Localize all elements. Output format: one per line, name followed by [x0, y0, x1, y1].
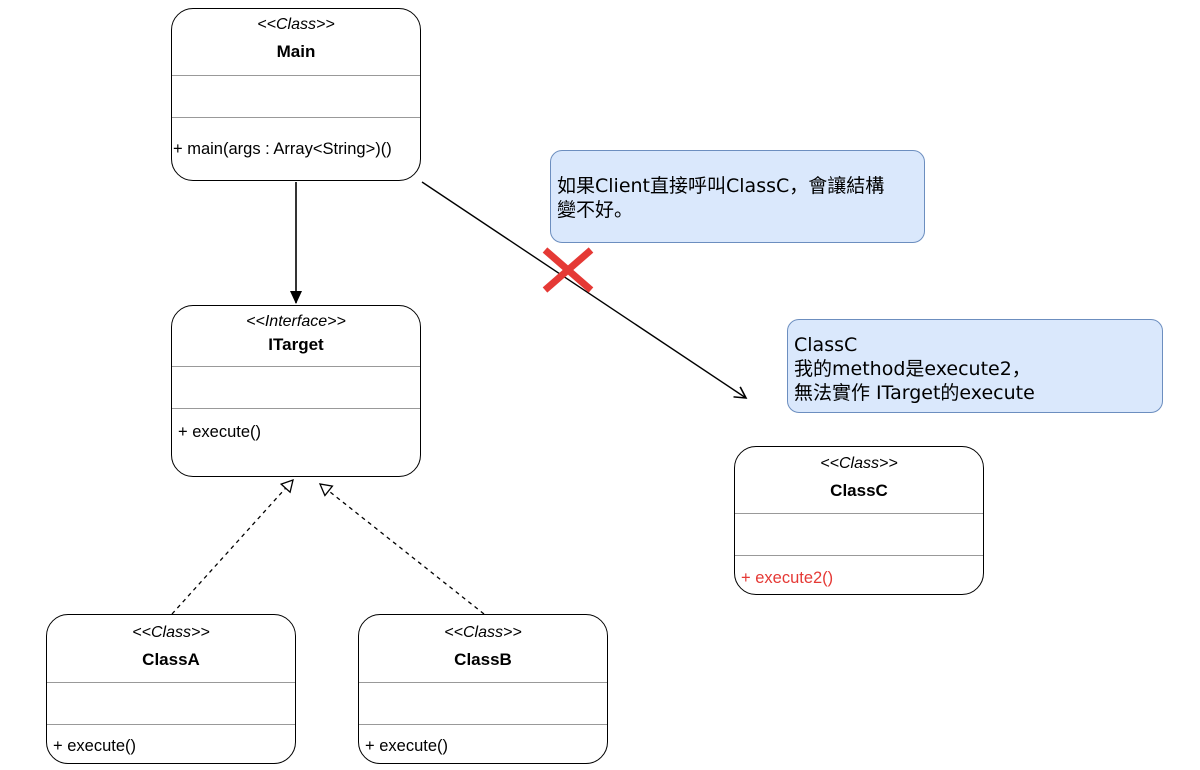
- class-classa-name: ClassA: [142, 650, 200, 669]
- note-client-line-1: 如果Client直接呼叫ClassC，會讓結構: [557, 175, 885, 197]
- class-classb-divider-1: [359, 682, 607, 683]
- note-classc-explanation[interactable]: ClassC 我的method是execute2， 無法實作 ITarget的e…: [787, 319, 1163, 413]
- class-classc[interactable]: <<Class>> ClassC + execute2(): [734, 446, 984, 595]
- class-classa-divider-1: [47, 682, 295, 683]
- classb-realizes-itarget: [320, 484, 485, 615]
- class-main-header: <<Class>> Main: [172, 9, 420, 63]
- class-classc-method: + execute2(): [741, 569, 834, 587]
- note-classc-line-1: ClassC: [794, 334, 858, 356]
- class-classb[interactable]: <<Class>> ClassB + execute(): [358, 614, 608, 764]
- class-classa-divider-2: [47, 724, 295, 725]
- class-main-method: + main(args : Array<String>)(): [173, 140, 392, 158]
- class-classa-method: + execute(): [53, 737, 136, 755]
- interface-itarget[interactable]: <<Interface>> ITarget + execute(): [171, 305, 421, 477]
- interface-itarget-name: ITarget: [268, 335, 324, 354]
- main-to-classc-arrow: [421, 181, 748, 399]
- class-main-stereotype: <<Class>>: [257, 16, 335, 33]
- interface-itarget-divider-2: [172, 408, 420, 409]
- class-main-divider-2: [172, 117, 420, 118]
- note-client-warning[interactable]: 如果Client直接呼叫ClassC，會讓結構 變不好。: [550, 150, 925, 243]
- note-classc-line-3: 無法實作 ITarget的execute: [794, 382, 1035, 404]
- interface-itarget-divider-1: [172, 366, 420, 367]
- class-classa-header: <<Class>> ClassA: [47, 615, 295, 671]
- class-classb-stereotype: <<Class>>: [444, 624, 522, 641]
- classa-realizes-itarget: [171, 480, 293, 615]
- class-classb-divider-2: [359, 724, 607, 725]
- note-client-line-2: 變不好。: [557, 199, 634, 221]
- note-classc-line-2: 我的method是execute2，: [794, 358, 1031, 380]
- class-classb-name: ClassB: [454, 650, 512, 669]
- interface-itarget-header: <<Interface>> ITarget: [172, 306, 420, 356]
- interface-itarget-stereotype: <<Interface>>: [246, 313, 346, 330]
- cross-mark-icon: [542, 247, 594, 293]
- class-classc-divider-1: [735, 513, 983, 514]
- interface-itarget-method: + execute(): [178, 423, 261, 441]
- class-classc-header: <<Class>> ClassC: [735, 447, 983, 502]
- class-classc-divider-2: [735, 555, 983, 556]
- class-main[interactable]: <<Class>> Main + main(args : Array<Strin…: [171, 8, 421, 181]
- class-main-divider-1: [172, 75, 420, 76]
- class-main-name: Main: [276, 42, 316, 61]
- class-classa[interactable]: <<Class>> ClassA + execute(): [46, 614, 296, 764]
- class-classb-method: + execute(): [365, 737, 448, 755]
- class-classc-name: ClassC: [830, 481, 888, 500]
- class-classa-stereotype: <<Class>>: [132, 624, 210, 641]
- class-classc-stereotype: <<Class>>: [820, 455, 898, 472]
- class-classb-header: <<Class>> ClassB: [359, 615, 607, 671]
